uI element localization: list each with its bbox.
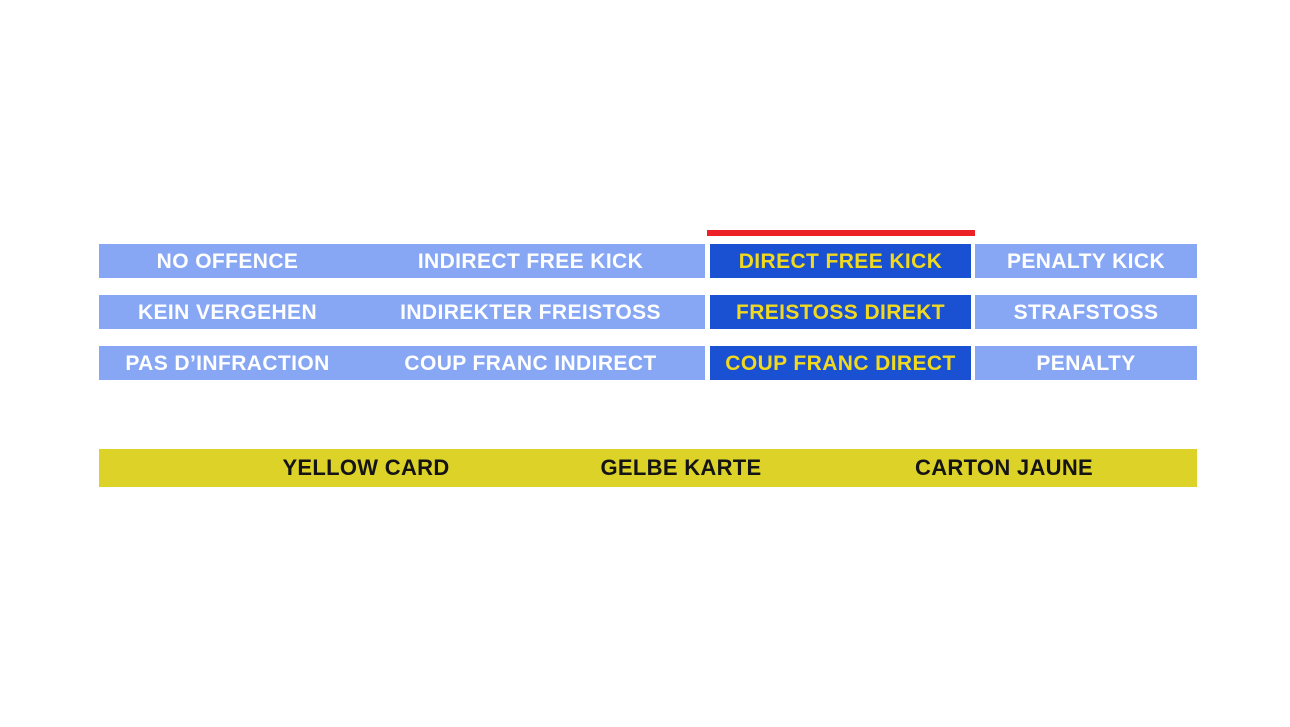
cell-pas-d-infraction[interactable]: PAS D’INFRACTION: [99, 346, 356, 380]
cell-indirect-free-kick[interactable]: INDIRECT FREE KICK: [356, 244, 705, 278]
cell-coup-franc-indirect[interactable]: COUP FRANC INDIRECT: [356, 346, 705, 380]
cell-penalty[interactable]: PENALTY: [975, 346, 1197, 380]
yellow-card-bar[interactable]: YELLOW CARD GELBE KARTE CARTON JAUNE: [99, 449, 1197, 487]
selected-answer-indicator-bar: [707, 230, 975, 236]
yellow-card-label-french: CARTON JAUNE: [915, 455, 1093, 480]
cell-strafstoss[interactable]: STRAFSTOSS: [975, 295, 1197, 329]
cell-kein-vergehen[interactable]: KEIN VERGEHEN: [99, 295, 356, 329]
cell-no-offence[interactable]: NO OFFENCE: [99, 244, 356, 278]
cell-indirekter-freistoss[interactable]: INDIREKTER FREISTOSS: [356, 295, 705, 329]
cell-freistoss-direkt[interactable]: FREISTOSS DIREKT: [710, 295, 971, 329]
yellow-card-label-english: YELLOW CARD: [282, 455, 450, 480]
cell-penalty-kick[interactable]: PENALTY KICK: [975, 244, 1197, 278]
cell-coup-franc-direct[interactable]: COUP FRANC DIRECT: [710, 346, 971, 380]
yellow-card-label-german: GELBE KARTE: [600, 455, 762, 480]
cell-direct-free-kick[interactable]: DIRECT FREE KICK: [710, 244, 971, 278]
